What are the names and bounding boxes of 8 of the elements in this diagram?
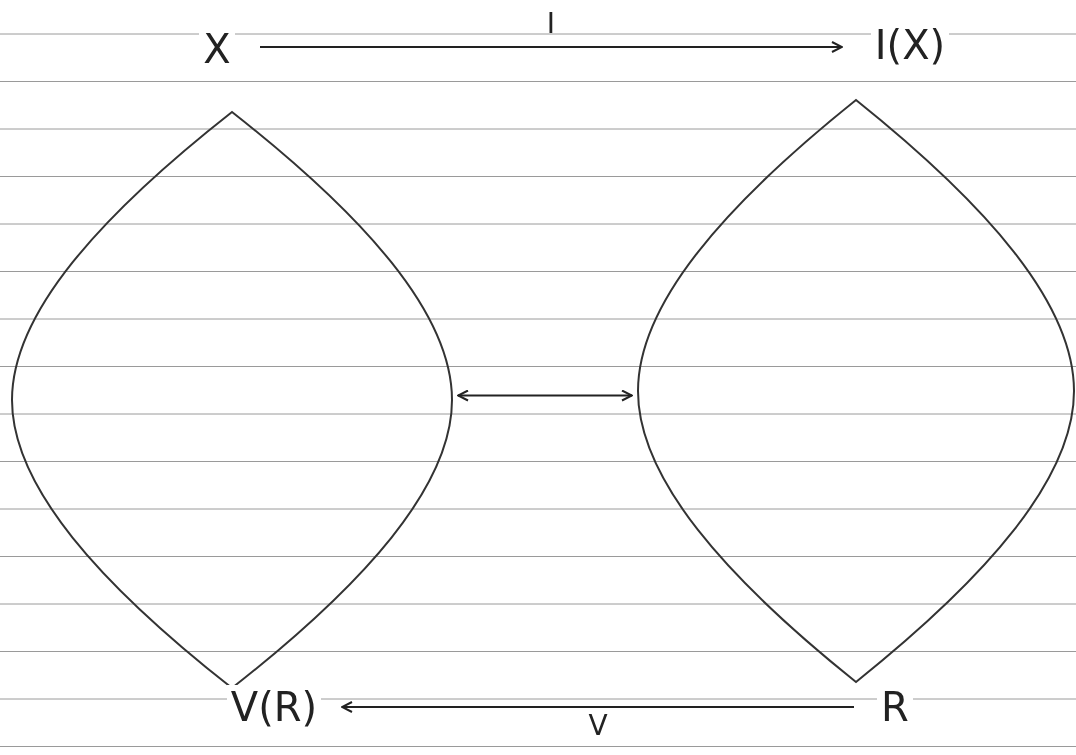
- edge-label: V: [587, 711, 609, 742]
- set-label: V(R): [226, 685, 322, 729]
- edge-label: I: [545, 9, 557, 40]
- arrow: [341, 701, 855, 713]
- arrow: [259, 41, 843, 53]
- lens-shape: [12, 112, 452, 688]
- lens-shape: [638, 100, 1074, 682]
- arrow: [457, 389, 633, 402]
